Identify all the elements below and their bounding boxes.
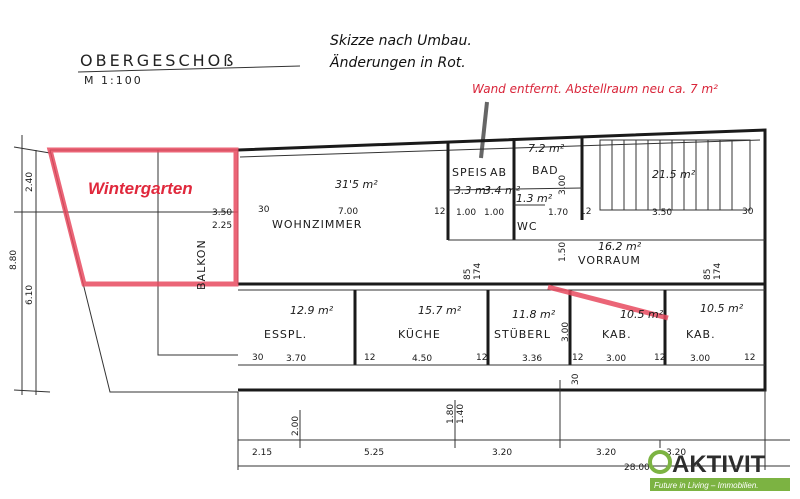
kab2-area: 10.5 m² — [700, 302, 744, 315]
dim-w12a: 12 — [434, 207, 445, 217]
stair-area: 21.5 m² — [652, 168, 696, 181]
plan-title: OBERGESCHOß — [80, 51, 236, 70]
kab2-name: KAB. — [686, 328, 716, 341]
dim-w30b: 30 — [742, 207, 754, 217]
dim-stuberl-w: 3.36 — [522, 354, 542, 364]
bad-name: BAD — [532, 164, 559, 177]
wc-name: WC — [517, 220, 538, 233]
dim-left-total: 8.80 — [9, 250, 19, 270]
removed-wall-mark — [547, 284, 669, 321]
dim-v174a: 174 — [473, 263, 483, 280]
vorraum-name: VORRAUM — [578, 254, 641, 267]
dim-wohn-w: 7.00 — [338, 207, 358, 217]
dim-v300: 3.00 — [558, 175, 568, 195]
balkon-label: BALKON — [195, 239, 208, 290]
dim-b320a: 3.20 — [492, 448, 512, 458]
ab-area: 3.4 m² — [484, 184, 521, 197]
dim-v200: 2.00 — [291, 416, 301, 436]
dim-esspl-w: 3.70 — [286, 354, 306, 364]
dim-e12d: 12 — [654, 353, 665, 363]
aktivit-logo: AKTIVIT Future in Living – Immobilien. — [648, 450, 790, 491]
dim-e12c: 12 — [572, 353, 583, 363]
dim-v180: 1.80 — [446, 404, 456, 424]
dim-b215: 2.15 — [252, 448, 272, 458]
dim-left-bottom: 6.10 — [25, 285, 35, 305]
kueche-area: 15.7 m² — [418, 304, 462, 317]
speis-area: 3.3 m² — [454, 184, 491, 197]
dim-b320c: 3.20 — [666, 448, 686, 458]
dim-b320b: 3.20 — [596, 448, 616, 458]
dim-w30a: 30 — [258, 205, 270, 215]
dim-balkon-w: 3.50 — [212, 208, 232, 218]
wintergarten-label: Wintergarten — [88, 179, 193, 198]
dim-balkon-d: 2.25 — [212, 221, 232, 231]
plan-scale: M 1:100 — [84, 74, 143, 87]
dim-e12a: 12 — [364, 353, 375, 363]
logo-name: AKTIVIT — [672, 451, 766, 478]
dim-bad-w: 1.70 — [548, 208, 568, 218]
dim-v85a: 85 — [463, 269, 473, 280]
dim-sp-w: 1.00 — [456, 208, 476, 218]
dim-e12e: 12 — [744, 353, 755, 363]
dim-v85b: 85 — [703, 269, 713, 280]
esspl-name: ESSPL. — [264, 328, 307, 341]
esspl-area: 12.9 m² — [290, 304, 334, 317]
note-line-2: Änderungen in Rot. — [329, 53, 466, 71]
logo-tagline: Future in Living – Immobilien. — [654, 481, 759, 490]
speis-name: SPEIS — [452, 166, 488, 179]
wohnzimmer-area: 31'5 m² — [335, 178, 378, 191]
kueche-name: KÜCHE — [398, 328, 441, 341]
note-red: Wand entfernt. Abstellraum neu ca. 7 m² — [472, 82, 718, 96]
dim-v140: 1.40 — [456, 404, 466, 424]
kab1-area: 10.5 m² — [620, 308, 664, 321]
dim-w12b: 12 — [580, 207, 591, 217]
dim-b2800: 28.00 — [624, 463, 650, 473]
vorraum-area: 16.2 m² — [598, 240, 642, 253]
stuberl-name: STÜBERL — [494, 328, 551, 341]
dim-kab1-w: 3.00 — [606, 354, 626, 364]
dim-ab-w: 1.00 — [484, 208, 504, 218]
dim-stair-w: 3.50 — [652, 208, 672, 218]
dim-v300b: 3.00 — [561, 322, 571, 342]
dim-e30: 30 — [252, 353, 264, 363]
dim-v174b: 174 — [713, 263, 723, 280]
dim-left-top: 2.40 — [25, 172, 35, 192]
dim-e12b: 12 — [476, 353, 487, 363]
kab1-name: KAB. — [602, 328, 632, 341]
bad-area: 7.2 m² — [528, 142, 565, 155]
dim-kueche-w: 4.50 — [412, 354, 432, 364]
outer-wall — [237, 128, 767, 392]
dim-kab2-w: 3.00 — [690, 354, 710, 364]
logo-tagline-bar — [650, 478, 790, 491]
staircase — [599, 139, 751, 211]
wc-area: 1.3 m² — [516, 192, 553, 205]
dim-v30c: 30 — [571, 373, 581, 385]
note-line-1: Skizze nach Umbau. — [330, 33, 472, 49]
ab-name: AB — [490, 166, 507, 179]
wintergarten-outline — [46, 147, 239, 287]
dim-b525: 5.25 — [364, 448, 384, 458]
stuberl-area: 11.8 m² — [512, 308, 556, 321]
wohnzimmer-name: WOHNZIMMER — [272, 218, 362, 231]
logo-circle-icon — [648, 450, 672, 474]
dim-v150: 1.50 — [558, 242, 568, 262]
